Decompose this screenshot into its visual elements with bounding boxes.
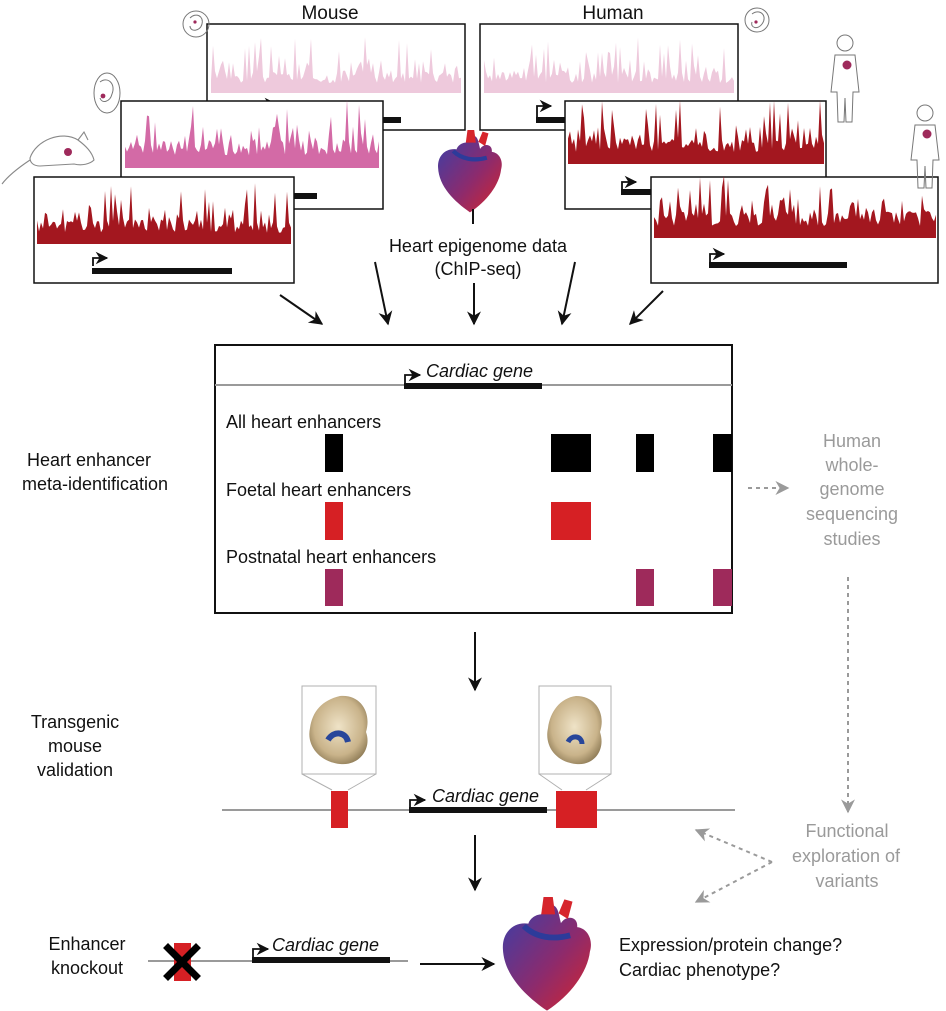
chip-signal xyxy=(211,37,461,93)
step-knockout-line1: Enhancer xyxy=(48,934,125,954)
step-transgenic-line3: validation xyxy=(37,760,113,780)
chip-signal xyxy=(568,100,824,164)
foetal-enhancer-block xyxy=(325,502,343,540)
gene-label: Cardiac gene xyxy=(432,786,539,806)
data-label-line1: Heart epigenome data xyxy=(389,236,568,256)
chip-signal xyxy=(484,37,734,93)
transgenic-validation: Cardiac gene xyxy=(222,685,735,828)
chip-signal xyxy=(125,99,379,168)
gene-bar xyxy=(709,262,847,268)
postnatal-enhancer-block xyxy=(636,569,654,606)
svg-text:variants: variants xyxy=(815,871,878,891)
chip-track xyxy=(125,99,379,168)
gene-label: Cardiac gene xyxy=(426,361,533,381)
all-enhancers-label: All heart enhancers xyxy=(226,412,381,432)
chip-track xyxy=(654,175,936,238)
functional-exploration-text: Functional exploration of variants xyxy=(792,821,901,891)
data-label-line2: (ChIP-seq) xyxy=(434,259,521,279)
enhancer-block xyxy=(713,434,732,472)
converging-arrows xyxy=(279,261,664,326)
step-transgenic-line1: Transgenic xyxy=(31,712,119,732)
meta-identification-box: Cardiac gene All heart enhancers Foetal … xyxy=(214,344,733,614)
gene-bar xyxy=(404,383,542,389)
chip-signal xyxy=(37,183,291,244)
gene-arrow-icon xyxy=(252,942,270,960)
gene-bar xyxy=(92,268,232,274)
heart-icon xyxy=(502,897,591,1011)
stained-embryo-image xyxy=(301,685,377,791)
human-title: Human xyxy=(582,3,643,24)
stained-embryo-image xyxy=(538,685,612,791)
svg-text:Human: Human xyxy=(823,431,881,451)
mouse-pup-icon xyxy=(93,72,121,114)
svg-text:whole-: whole- xyxy=(824,455,878,475)
svg-text:studies: studies xyxy=(823,529,880,549)
foetal-enhancer-block xyxy=(556,791,597,828)
foetal-enhancer-block xyxy=(331,791,348,828)
svg-text:exploration of: exploration of xyxy=(792,846,901,866)
gene-label: Cardiac gene xyxy=(272,935,379,955)
knockout-row: Cardiac gene xyxy=(148,935,408,981)
gene-arrow-icon xyxy=(536,99,553,118)
foetal-enhancers-label: Foetal heart enhancers xyxy=(226,480,411,500)
human-panel-adult xyxy=(650,175,939,284)
human-body-icon xyxy=(830,34,860,123)
outcome-line1: Expression/protein change? xyxy=(619,935,842,955)
mouse-embryo-icon xyxy=(182,10,210,38)
postnatal-enhancers-label: Postnatal heart enhancers xyxy=(226,547,436,567)
svg-text:sequencing: sequencing xyxy=(806,504,898,524)
chip-track xyxy=(484,37,734,93)
postnatal-enhancer-block xyxy=(713,569,732,606)
gene-arrow-icon xyxy=(92,251,109,266)
adult-mouse-icon xyxy=(1,130,95,185)
gene-arrow-icon xyxy=(621,175,638,192)
step-transgenic-line2: mouse xyxy=(48,736,102,756)
human-body-icon xyxy=(910,104,940,189)
chip-track xyxy=(37,183,291,244)
step-meta-line1: Heart enhancer xyxy=(27,450,151,470)
gene-bar xyxy=(409,807,547,813)
postnatal-enhancer-block xyxy=(325,569,343,606)
foetal-enhancer-block xyxy=(551,502,591,540)
mouse-panel-adult xyxy=(33,176,295,284)
human-embryo-icon xyxy=(744,7,770,33)
wgs-studies-text: Human whole- genome sequencing studies xyxy=(806,431,898,549)
mouse-title: Mouse xyxy=(301,3,358,24)
knockout-x-icon xyxy=(163,943,201,981)
dashed-arrow xyxy=(694,828,773,863)
svg-text:genome: genome xyxy=(819,479,884,499)
heart-icon xyxy=(438,130,502,213)
dashed-arrow xyxy=(694,861,773,903)
chip-signal xyxy=(654,175,936,238)
svg-text:Functional: Functional xyxy=(805,821,888,841)
step-meta-line2: meta-identification xyxy=(22,474,168,494)
chip-track xyxy=(568,100,824,164)
gene-bar xyxy=(252,957,390,963)
enhancer-block xyxy=(636,434,654,472)
outcome-line2: Cardiac phenotype? xyxy=(619,960,780,980)
step-knockout-line2: knockout xyxy=(51,958,123,978)
enhancer-block xyxy=(551,434,591,472)
chip-track xyxy=(211,37,461,93)
enhancer-block xyxy=(325,434,343,472)
